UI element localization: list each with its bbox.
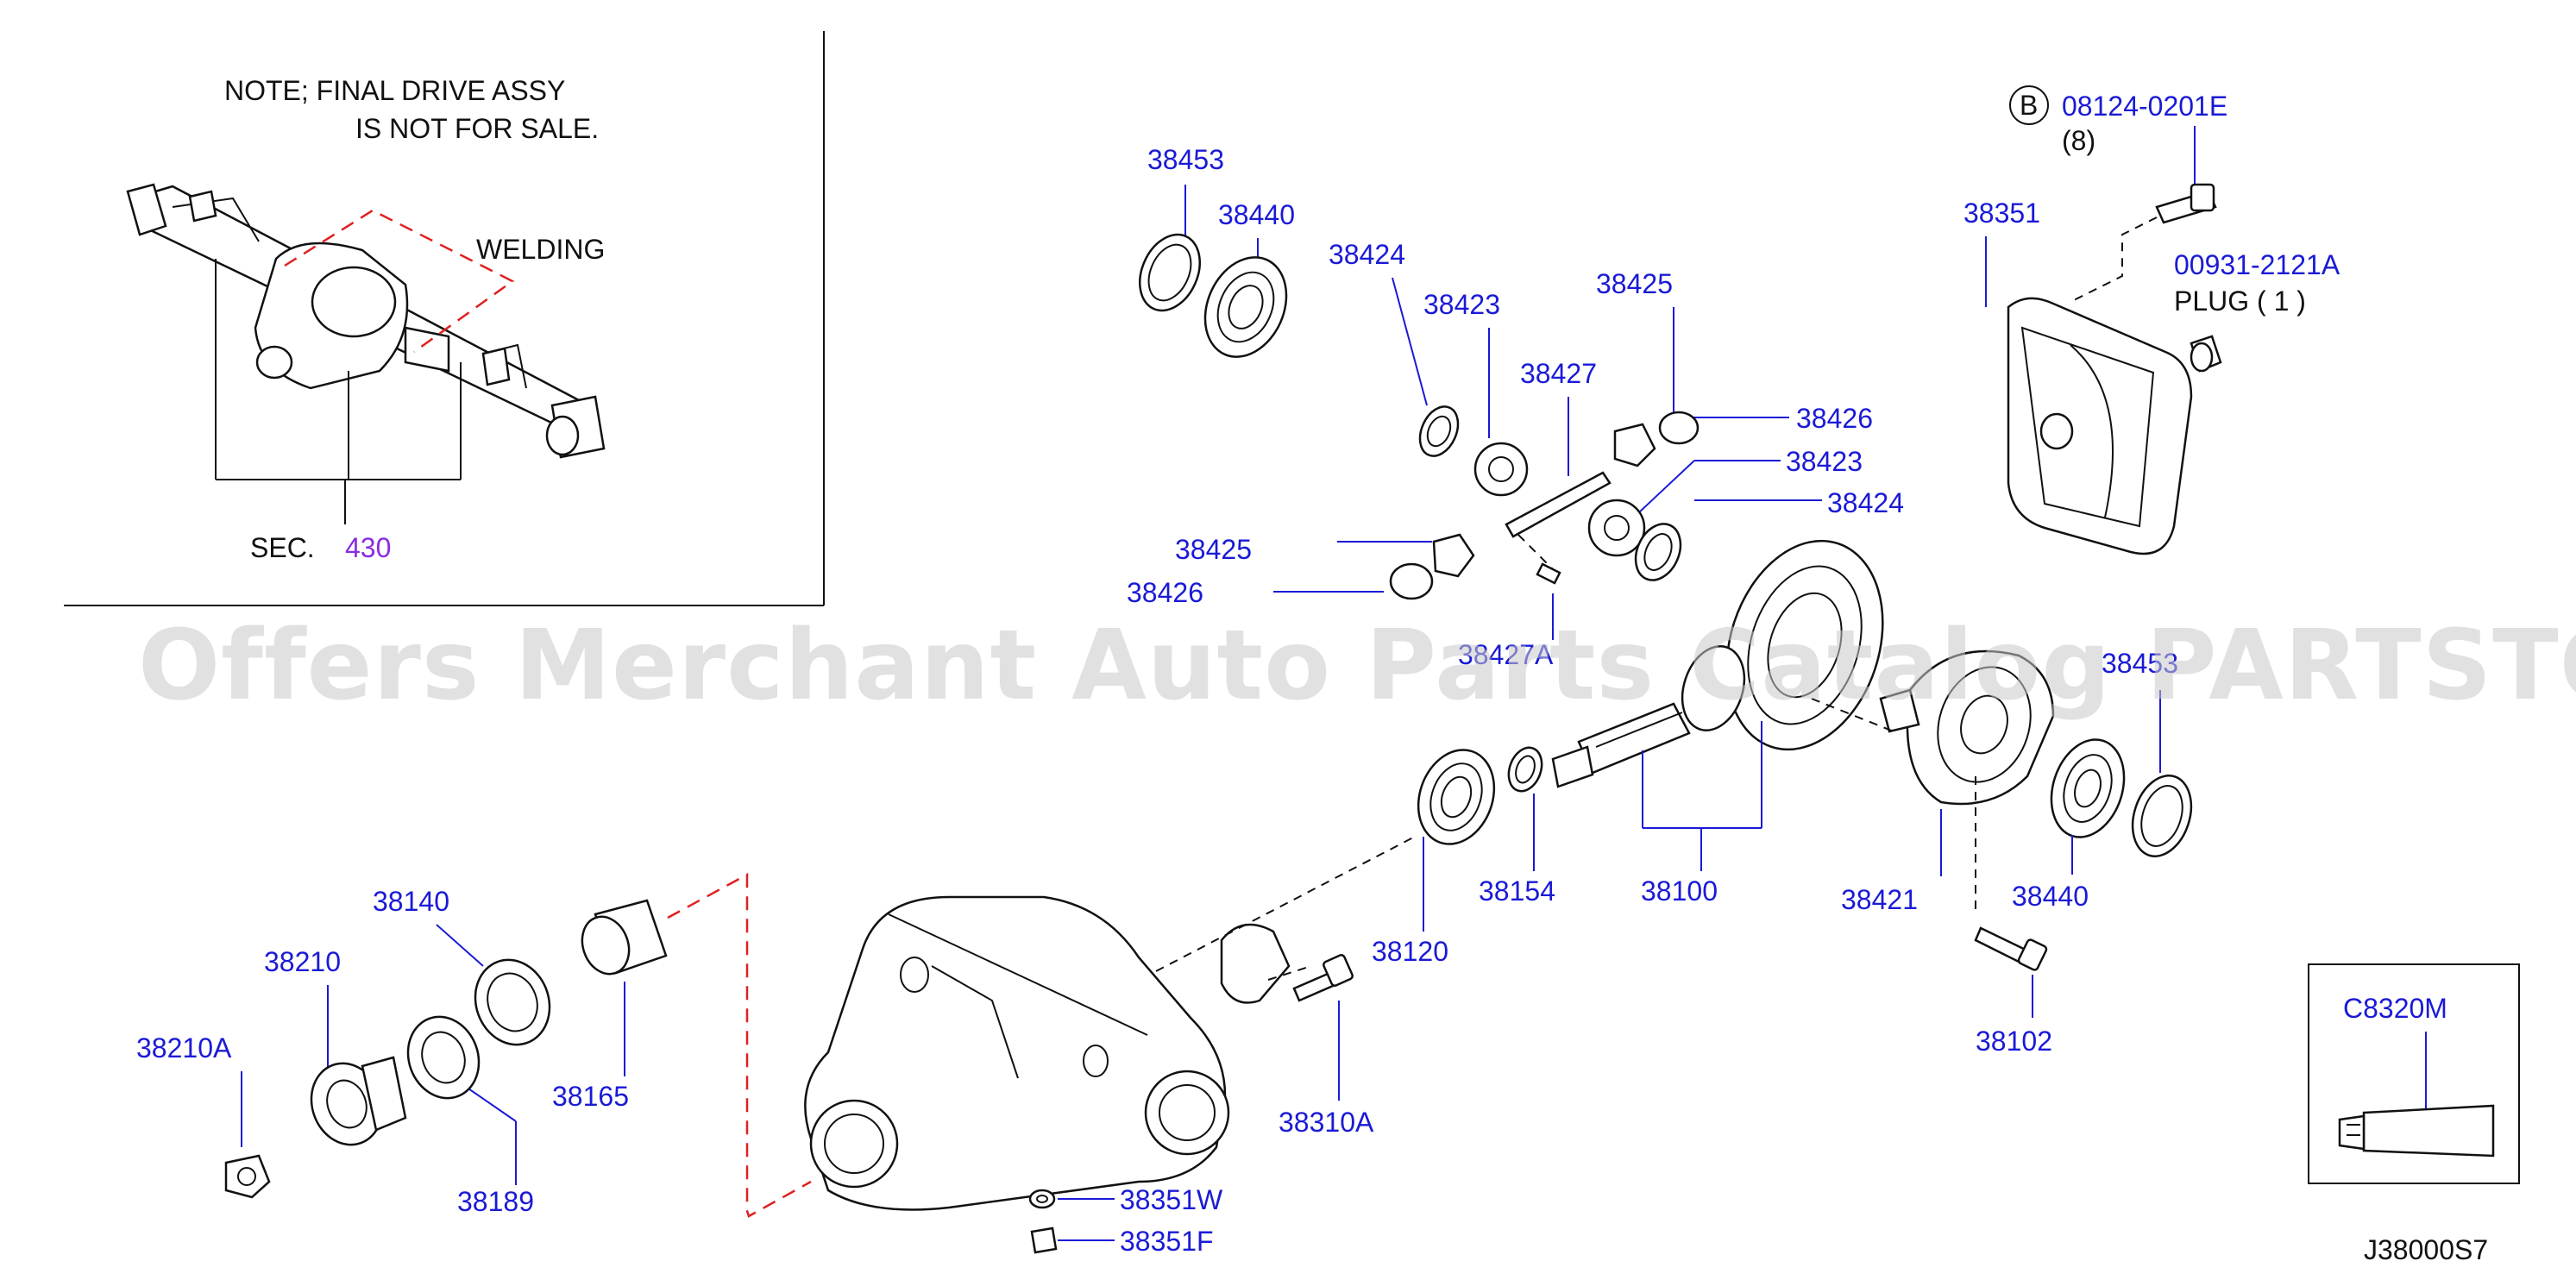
differential-case: 38421 <box>1811 649 2055 915</box>
plug-part-number[interactable]: 00931-2121A <box>2174 249 2340 280</box>
final-drive-note-panel: NOTE; FINAL DRIVE ASSY IS NOT FOR SALE. … <box>64 31 825 606</box>
label-38351[interactable]: 38351 <box>1963 198 2040 229</box>
label-38210[interactable]: 38210 <box>264 946 341 977</box>
carrier-bolt: 38310A <box>1279 954 1374 1138</box>
label-38425-top[interactable]: 38425 <box>1596 268 1673 299</box>
label-38140[interactable]: 38140 <box>373 886 449 917</box>
differential-gear-set: 38424 38423 38427 38425 38426 38423 3842… <box>1127 239 1904 670</box>
label-38154[interactable]: 38154 <box>1479 875 1555 907</box>
label-38426-right[interactable]: 38426 <box>1796 403 1873 434</box>
label-38423-top[interactable]: 38423 <box>1423 289 1500 320</box>
pinion-spacer: 38154 <box>1479 746 1555 907</box>
rear-cover: 38351 <box>1963 198 2193 555</box>
note-line-2: IS NOT FOR SALE. <box>355 113 599 144</box>
bolt-badge: B <box>2020 90 2038 121</box>
label-38421[interactable]: 38421 <box>1841 884 1918 915</box>
label-38427a[interactable]: 38427A <box>1458 639 1554 670</box>
label-38426-left[interactable]: 38426 <box>1127 577 1203 608</box>
label-38310a[interactable]: 38310A <box>1279 1107 1374 1138</box>
label-38423-right[interactable]: 38423 <box>1786 446 1863 477</box>
label-38210a[interactable]: 38210A <box>136 1032 232 1064</box>
label-38424-right[interactable]: 38424 <box>1827 487 1904 518</box>
label-38120[interactable]: 38120 <box>1372 936 1448 967</box>
bolt-part-number[interactable]: 08124-0201E <box>2062 91 2227 122</box>
side-bearing-right: 38440 38453 <box>2012 648 2193 912</box>
note-line-1: NOTE; FINAL DRIVE ASSY <box>224 75 565 106</box>
label-38424-top[interactable]: 38424 <box>1329 239 1405 270</box>
companion-flange-set: 38140 38210 38210A 38189 38165 <box>136 872 812 1218</box>
ring-gear-bolt: 38102 <box>1974 776 2052 1057</box>
label-38100[interactable]: 38100 <box>1641 875 1718 907</box>
side-bearing-top: 38453 38440 <box>1139 144 1295 358</box>
sealant-box: C8320M <box>2308 963 2520 1184</box>
label-38351w[interactable]: 38351W <box>1120 1184 1223 1215</box>
watermark: Offers Merchant Auto Parts Catalog PARTS… <box>138 610 2576 722</box>
label-38440-top[interactable]: 38440 <box>1218 199 1295 230</box>
label-38351f[interactable]: 38351F <box>1120 1226 1214 1257</box>
section-prefix: SEC. <box>250 532 315 563</box>
plug-description: PLUG ( 1 ) <box>2174 285 2306 317</box>
label-38165[interactable]: 38165 <box>552 1081 629 1112</box>
axle-housing-icon <box>126 183 606 459</box>
drain-plug-set: 38351W 38351F <box>1028 1184 1223 1257</box>
welding-label: WELDING <box>476 234 605 265</box>
gear-carrier-housing <box>804 836 1416 1211</box>
section-link[interactable]: 430 <box>345 532 391 563</box>
label-38427[interactable]: 38427 <box>1520 358 1597 389</box>
label-38425-left[interactable]: 38425 <box>1175 534 1252 565</box>
label-C8320M[interactable]: C8320M <box>2343 993 2447 1024</box>
plug-callout: 00931-2121A PLUG ( 1 ) <box>2174 249 2340 373</box>
label-38440-right[interactable]: 38440 <box>2012 881 2089 912</box>
bolt-callout: B 08124-0201E (8) <box>2009 85 2227 303</box>
label-38453-right[interactable]: 38453 <box>2102 648 2178 679</box>
bolt-quantity: (8) <box>2062 125 2095 156</box>
pinion-bearing: 38120 <box>1372 749 1496 967</box>
diagram-code: J38000S7 <box>2364 1234 2488 1265</box>
drive-gear-assembly: 38100 <box>1551 539 1884 907</box>
label-38189[interactable]: 38189 <box>457 1186 534 1217</box>
label-38453-top[interactable]: 38453 <box>1147 144 1224 175</box>
label-38102[interactable]: 38102 <box>1976 1026 2052 1057</box>
